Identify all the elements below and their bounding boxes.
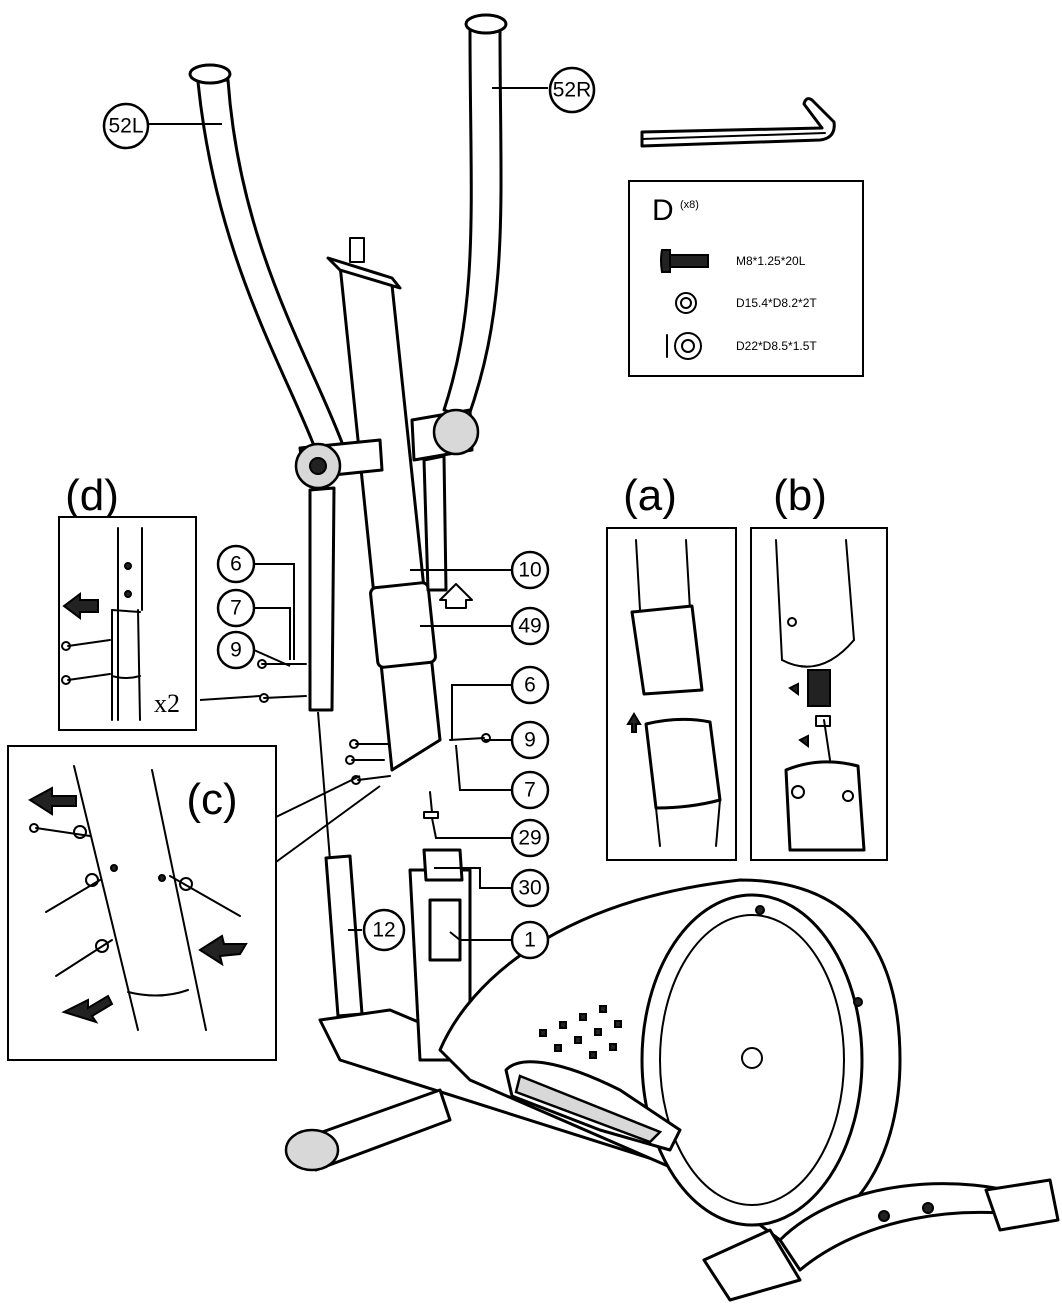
svg-text:49: 49 bbox=[518, 615, 541, 638]
arm-screws bbox=[257, 659, 307, 703]
panel-d: x2 bbox=[58, 516, 197, 731]
up-arrow-icon bbox=[439, 583, 473, 609]
callout-9-left: 9 bbox=[216, 630, 256, 670]
callout-30: 30 bbox=[510, 868, 550, 908]
callout-7-right: 7 bbox=[510, 770, 550, 810]
hardware-qty: (x8) bbox=[680, 199, 699, 211]
svg-text:7: 7 bbox=[524, 779, 536, 802]
hardware-washer-large-spec: D22*D8.5*1.5T bbox=[736, 339, 817, 353]
small-washer-icon bbox=[675, 292, 697, 314]
svg-text:29: 29 bbox=[518, 827, 541, 850]
panel-b-label: (b) bbox=[773, 471, 827, 520]
post-screws bbox=[345, 733, 491, 819]
callout-1: 1 bbox=[510, 920, 550, 960]
lower-arm-right bbox=[422, 454, 448, 592]
pivot-hub-right bbox=[410, 408, 480, 462]
panel-c-label: (c) bbox=[186, 775, 237, 824]
callout-29: 29 bbox=[510, 818, 550, 858]
hex-key-icon bbox=[640, 97, 836, 148]
callout-6-left: 6 bbox=[216, 544, 256, 584]
upright-post bbox=[326, 237, 442, 772]
svg-text:52R: 52R bbox=[553, 79, 592, 102]
panel-c: (c) bbox=[7, 745, 277, 1061]
svg-text:12: 12 bbox=[372, 919, 395, 942]
svg-text:9: 9 bbox=[230, 639, 242, 662]
callout-52R: 52R bbox=[548, 66, 596, 114]
leader-lines bbox=[148, 87, 548, 941]
svg-text:30: 30 bbox=[518, 877, 541, 900]
callout-7-left: 7 bbox=[216, 588, 256, 628]
flywheel-housing bbox=[438, 878, 902, 1242]
hardware-bolt-spec: M8*1.25*20L bbox=[736, 254, 806, 268]
hardware-letter: D bbox=[652, 194, 674, 227]
panel-a bbox=[606, 527, 737, 861]
panel-a-label: (a) bbox=[623, 471, 677, 520]
pivot-hub-left bbox=[294, 438, 384, 490]
pedal bbox=[504, 1060, 682, 1152]
lower-arm-left bbox=[308, 486, 364, 1018]
vent-holes bbox=[539, 1005, 622, 1059]
svg-text:6: 6 bbox=[230, 553, 242, 576]
callout-52L: 52L bbox=[102, 102, 150, 150]
callout-12: 12 bbox=[362, 908, 406, 952]
callout-49: 49 bbox=[510, 606, 550, 646]
panel-d-multiplier: x2 bbox=[154, 689, 180, 718]
svg-text:7: 7 bbox=[230, 597, 242, 620]
bolt-icon bbox=[660, 249, 709, 273]
callout-9-right: 9 bbox=[510, 720, 550, 760]
svg-text:1: 1 bbox=[524, 929, 536, 952]
large-washer-icon bbox=[666, 332, 702, 360]
svg-text:52L: 52L bbox=[108, 115, 143, 138]
svg-text:6: 6 bbox=[524, 674, 536, 697]
svg-text:10: 10 bbox=[518, 559, 541, 582]
callout-6-right: 6 bbox=[510, 665, 550, 705]
hardware-box: D (x8) M8*1.25*20L D15.4*D8.2*2T D22*D8.… bbox=[628, 180, 864, 377]
panel-b bbox=[750, 527, 888, 861]
svg-text:9: 9 bbox=[524, 729, 536, 752]
handlebar-right bbox=[442, 13, 508, 420]
hardware-washer-small-spec: D15.4*D8.2*2T bbox=[736, 296, 817, 310]
panel-d-label: (d) bbox=[65, 471, 119, 520]
callout-10: 10 bbox=[510, 550, 550, 590]
rear-stabilizer bbox=[702, 1178, 1060, 1302]
